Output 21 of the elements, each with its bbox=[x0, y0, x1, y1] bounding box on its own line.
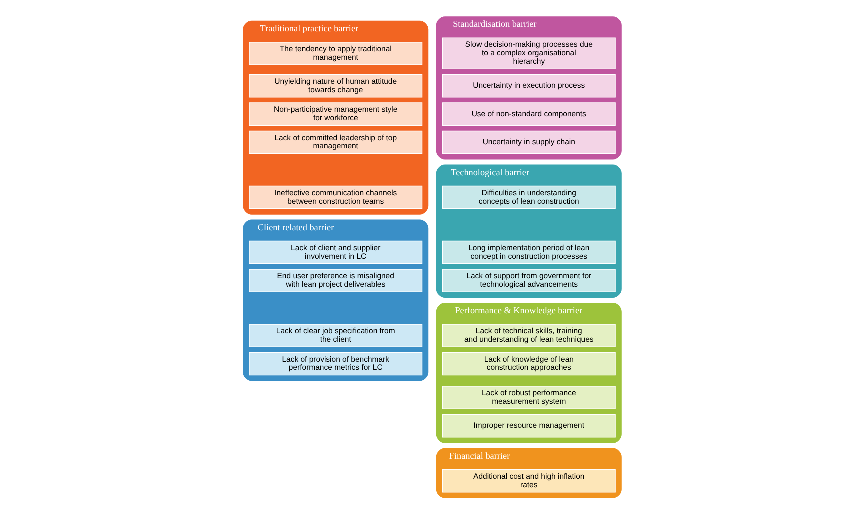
node-box: Ineffective communication channels between construction teams bbox=[249, 186, 423, 210]
node-box: Lack of technical skills, training and understanding of lean techniques bbox=[442, 324, 616, 348]
node-box: The tendency to apply traditional management bbox=[249, 42, 423, 66]
node-box: Use of non-standard components bbox=[442, 102, 616, 126]
node-box: End user preference is misaligned with lean project deliverables bbox=[249, 269, 423, 292]
node-box: Long implementation period of lean concept in construction processes bbox=[442, 240, 616, 264]
node-box: Lack of provision of benchmark performance metrics for LC bbox=[249, 352, 423, 376]
node-box: Additional cost and high inflation rates bbox=[442, 469, 616, 493]
node-box: Unyielding nature of human attitude towards change bbox=[249, 74, 423, 98]
node-box: Non-participative management style for workforce bbox=[249, 102, 423, 126]
node-box: Uncertainty in supply chain bbox=[442, 130, 616, 154]
node-box: Lack of client and supplier involvement in LC bbox=[249, 240, 423, 264]
node-box: Uncertainty in execution process bbox=[442, 74, 616, 98]
node-box: Difficulties in understanding concepts of lean construction bbox=[442, 186, 616, 210]
node-box: Lack of support from government for technological advancements bbox=[442, 269, 616, 292]
node-box: Lack of committed leadership of top management bbox=[249, 130, 423, 154]
node-box: Lack of knowledge of lean construction approaches bbox=[442, 352, 616, 376]
node-box: Improper resource management bbox=[442, 414, 616, 438]
node-box: Slow decision-making processes due to a complex organisational hierarchy bbox=[442, 38, 616, 70]
node-box: Lack of clear job specification from the client bbox=[249, 324, 423, 348]
node-box: Lack of robust performance measurement system bbox=[442, 386, 616, 410]
